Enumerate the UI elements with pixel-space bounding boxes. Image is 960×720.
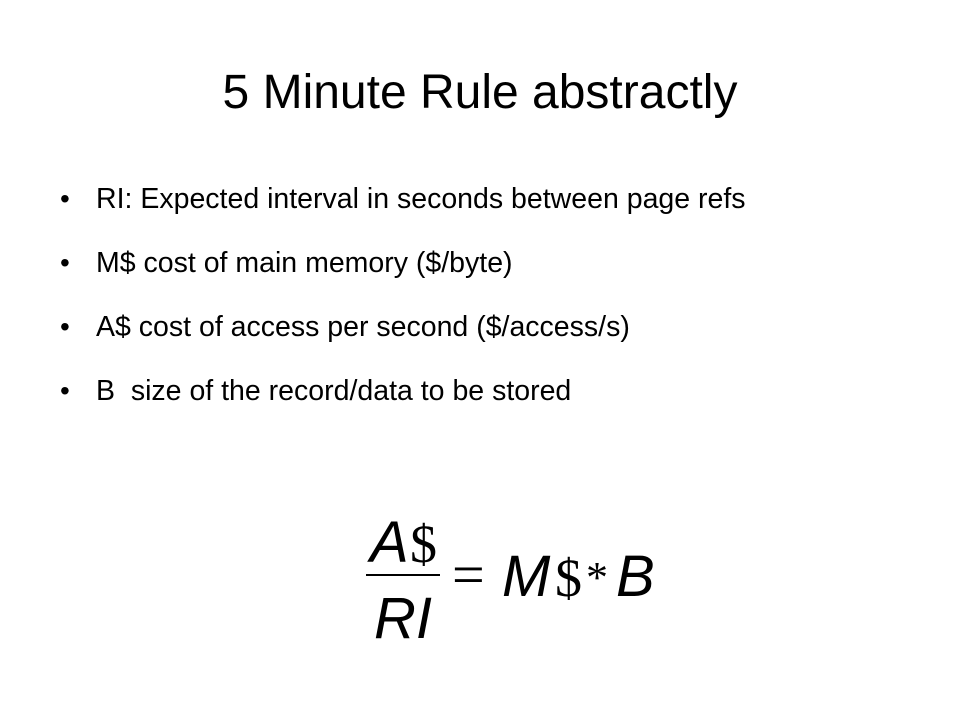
formula-equals: = bbox=[452, 542, 485, 607]
formula-numerator-a: A bbox=[367, 510, 409, 575]
bullet-dot-icon: • bbox=[60, 311, 70, 342]
formula-numerator-dollar: $ bbox=[410, 514, 437, 574]
bullet-dot-icon: • bbox=[60, 375, 70, 406]
bullet-text: A$ cost of access per second ($/access/s… bbox=[96, 311, 630, 343]
bullet-text: RI: Expected interval in seconds between… bbox=[96, 183, 746, 215]
formula-rhs-b: B bbox=[616, 544, 655, 609]
formula-rhs-dollar: $ bbox=[555, 548, 582, 608]
five-minute-rule-formula: A $ RI = M $ * B bbox=[366, 510, 655, 650]
bullet-item-b-size: • B size of the record/data to be stored bbox=[60, 367, 920, 415]
bullet-text: B size of the record/data to be stored bbox=[96, 375, 572, 407]
bullet-dot-icon: • bbox=[60, 247, 70, 278]
bullet-item-a-cost: • A$ cost of access per second ($/access… bbox=[60, 303, 920, 351]
bullet-item-m-cost: • M$ cost of main memory ($/byte) bbox=[60, 239, 920, 287]
bullet-item-ri: • RI: Expected interval in seconds betwe… bbox=[60, 175, 920, 223]
formula-rhs-m: M bbox=[502, 544, 551, 609]
bullet-list: • RI: Expected interval in seconds betwe… bbox=[60, 175, 920, 431]
bullet-dot-icon: • bbox=[60, 183, 70, 214]
formula-denominator: RI bbox=[374, 586, 432, 650]
slide-title: 5 Minute Rule abstractly bbox=[222, 66, 738, 119]
formula-operator: * bbox=[586, 553, 608, 602]
bullet-text: M$ cost of main memory ($/byte) bbox=[96, 247, 513, 279]
